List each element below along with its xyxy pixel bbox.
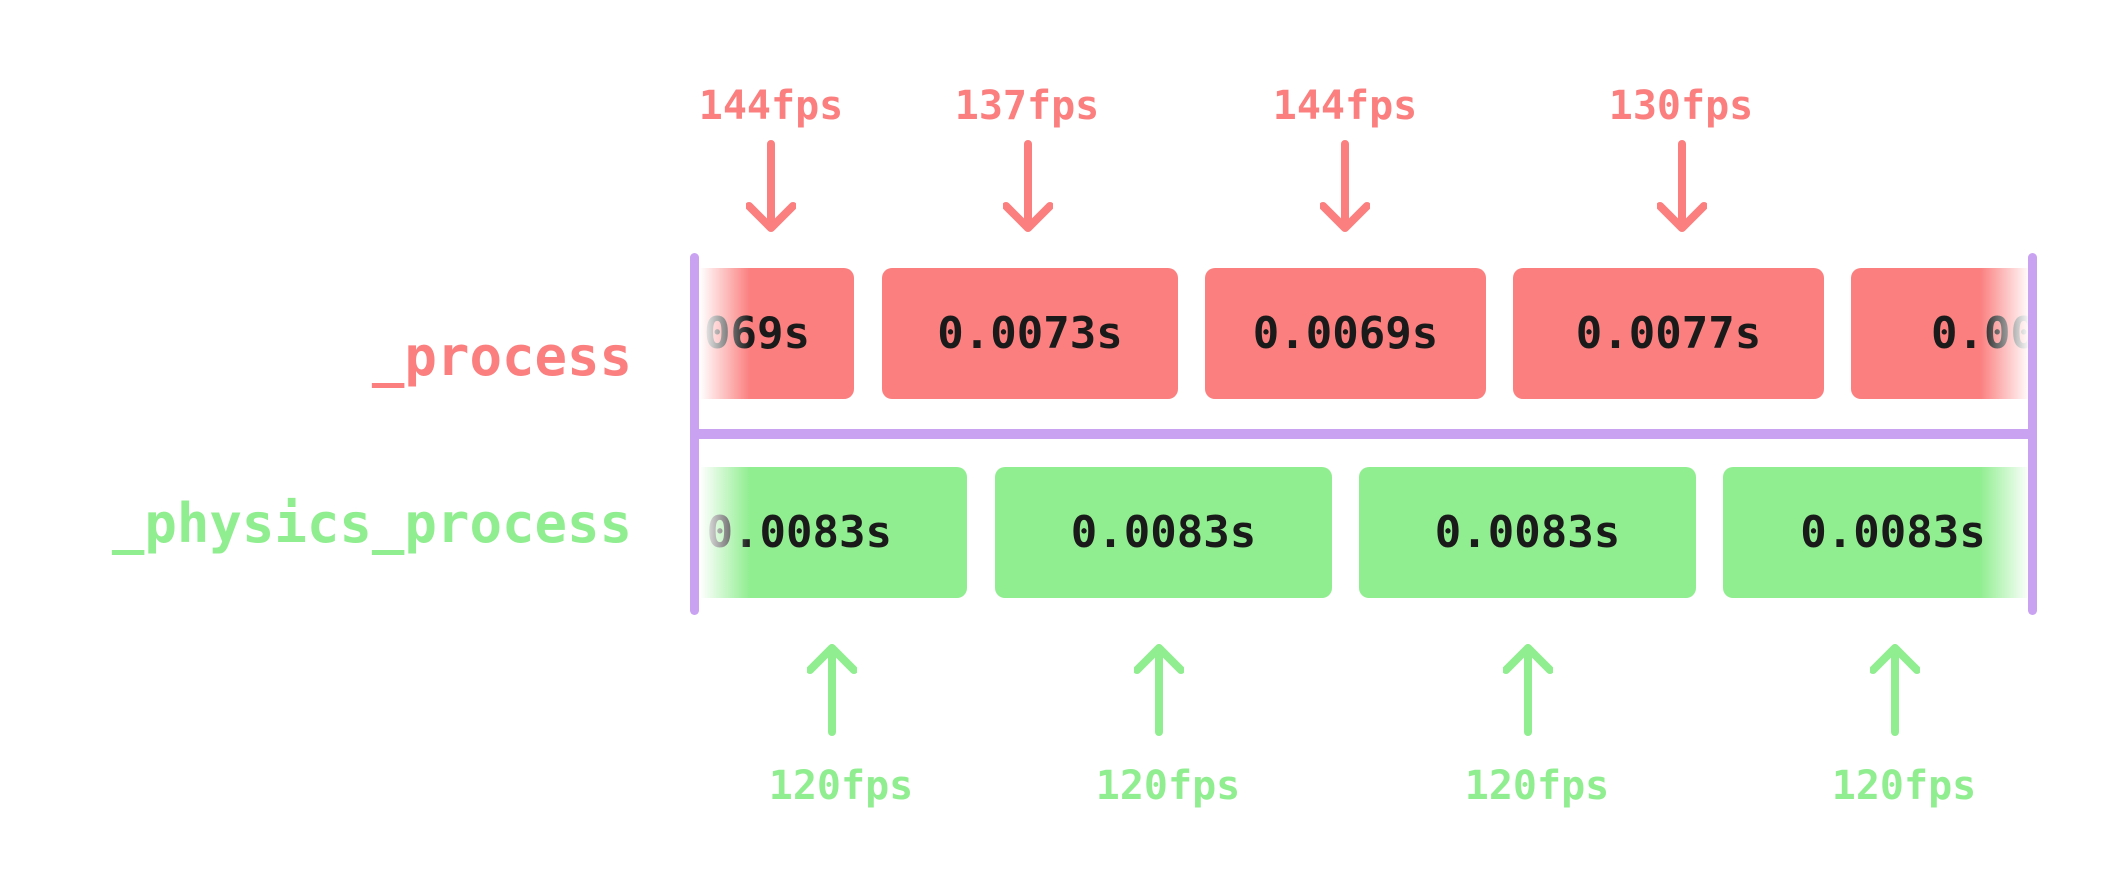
up-arrow-icon [1134,644,1184,736]
physics-fps-label-2: 120fps [1095,763,1241,809]
up-arrow-icon [807,644,857,736]
process-frame-2: 0.0073s [882,268,1178,399]
process-frames-track: 0.0069s 0.0073s 0.0069s 0.0077s 0.0069s [700,268,2030,399]
process-frame-3: 0.0069s [1205,268,1486,399]
process-frame-1: 0.0069s [700,268,854,399]
down-arrow-icon [1320,140,1370,232]
down-arrow-icon [1657,140,1707,232]
process-frame-4: 0.0077s [1513,268,1824,399]
process-fps-label-1: 144fps [698,83,844,129]
physics-frames-track: 0.0083s 0.0083s 0.0083s 0.0083s [700,467,2030,598]
process-fps-label-4: 130fps [1608,83,1754,129]
down-arrow-icon [1003,140,1053,232]
process-row-label: _process [371,325,632,388]
physics-frame-3: 0.0083s [1359,467,1696,598]
process-fps-label-2: 137fps [954,83,1100,129]
down-arrow-icon [746,140,796,232]
physics-fps-label-3: 120fps [1464,763,1610,809]
physics-process-row-label: _physics_process [111,492,632,555]
physics-frame-4: 0.0083s [1723,467,2030,598]
up-arrow-icon [1503,644,1553,736]
physics-fps-label-4: 120fps [1831,763,1977,809]
up-arrow-icon [1870,644,1920,736]
process-frame-5: 0.0069s [1851,268,2030,399]
physics-fps-label-1: 120fps [768,763,914,809]
process-fps-label-3: 144fps [1272,83,1418,129]
timeline-middle-bar [690,429,2037,439]
physics-frame-1: 0.0083s [700,467,967,598]
physics-frame-2: 0.0083s [995,467,1332,598]
